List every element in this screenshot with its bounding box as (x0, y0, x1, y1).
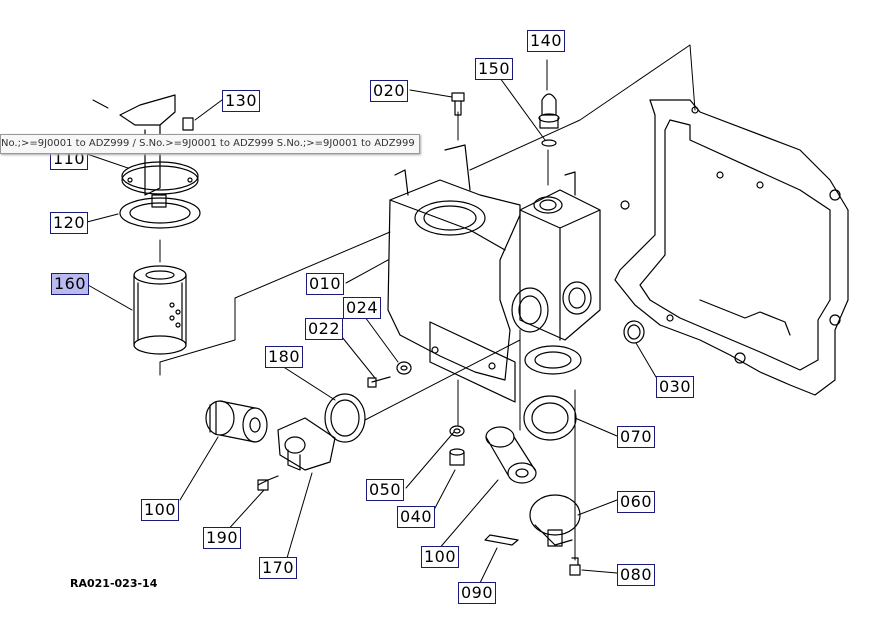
filter-element-left (205, 400, 268, 443)
tank-body (387, 144, 521, 403)
callout-090[interactable]: 090 (458, 582, 497, 604)
callout-040[interactable]: 040 (397, 506, 436, 528)
pin-090 (484, 534, 519, 546)
callout-120[interactable]: 120 (50, 212, 89, 234)
filter-cover-170 (277, 417, 336, 471)
callout-020[interactable]: 020 (370, 80, 409, 102)
callout-070[interactable]: 070 (617, 426, 656, 448)
callout-140[interactable]: 140 (527, 30, 566, 52)
callout-080[interactable]: 080 (617, 564, 656, 586)
callout-050[interactable]: 050 (366, 479, 405, 501)
breather-cap-140 (538, 93, 560, 147)
plug-040-washer-050 (449, 425, 465, 466)
figure-code: RA021-023-14 (70, 577, 158, 590)
callout-180[interactable]: 180 (265, 346, 304, 368)
callout-024[interactable]: 024 (343, 297, 382, 319)
callout-022[interactable]: 022 (305, 318, 344, 340)
gasket-070 (523, 395, 577, 441)
bolt-190 (257, 475, 279, 491)
serial-number-tooltip: No.;>=9J0001 to ADZ999 / S.No.>=9J0001 t… (0, 134, 420, 154)
gasket-180 (324, 393, 366, 443)
seal-030 (623, 320, 645, 344)
callout-060[interactable]: 060 (617, 491, 656, 513)
callout-190[interactable]: 190 (203, 527, 242, 549)
callout-100-right[interactable]: 100 (421, 546, 460, 568)
callout-010[interactable]: 010 (306, 273, 345, 295)
center-lines (159, 44, 696, 561)
filter-element-right (485, 426, 537, 484)
callout-170[interactable]: 170 (259, 557, 298, 579)
callout-130[interactable]: 130 (222, 90, 261, 112)
bolt-080 (569, 557, 581, 576)
cover-plate-assembly (119, 94, 201, 229)
filter-cover-060 (529, 494, 581, 547)
callout-030[interactable]: 030 (656, 376, 695, 398)
callout-160[interactable]: 160 (51, 273, 90, 295)
leader-lines (86, 59, 657, 584)
bolt-022-washer-024 (367, 361, 412, 388)
filter-element-160 (133, 265, 187, 355)
callout-150[interactable]: 150 (475, 58, 514, 80)
filter-head-block (511, 171, 601, 375)
callout-100-left[interactable]: 100 (141, 499, 180, 521)
frame-bracket (614, 99, 849, 396)
